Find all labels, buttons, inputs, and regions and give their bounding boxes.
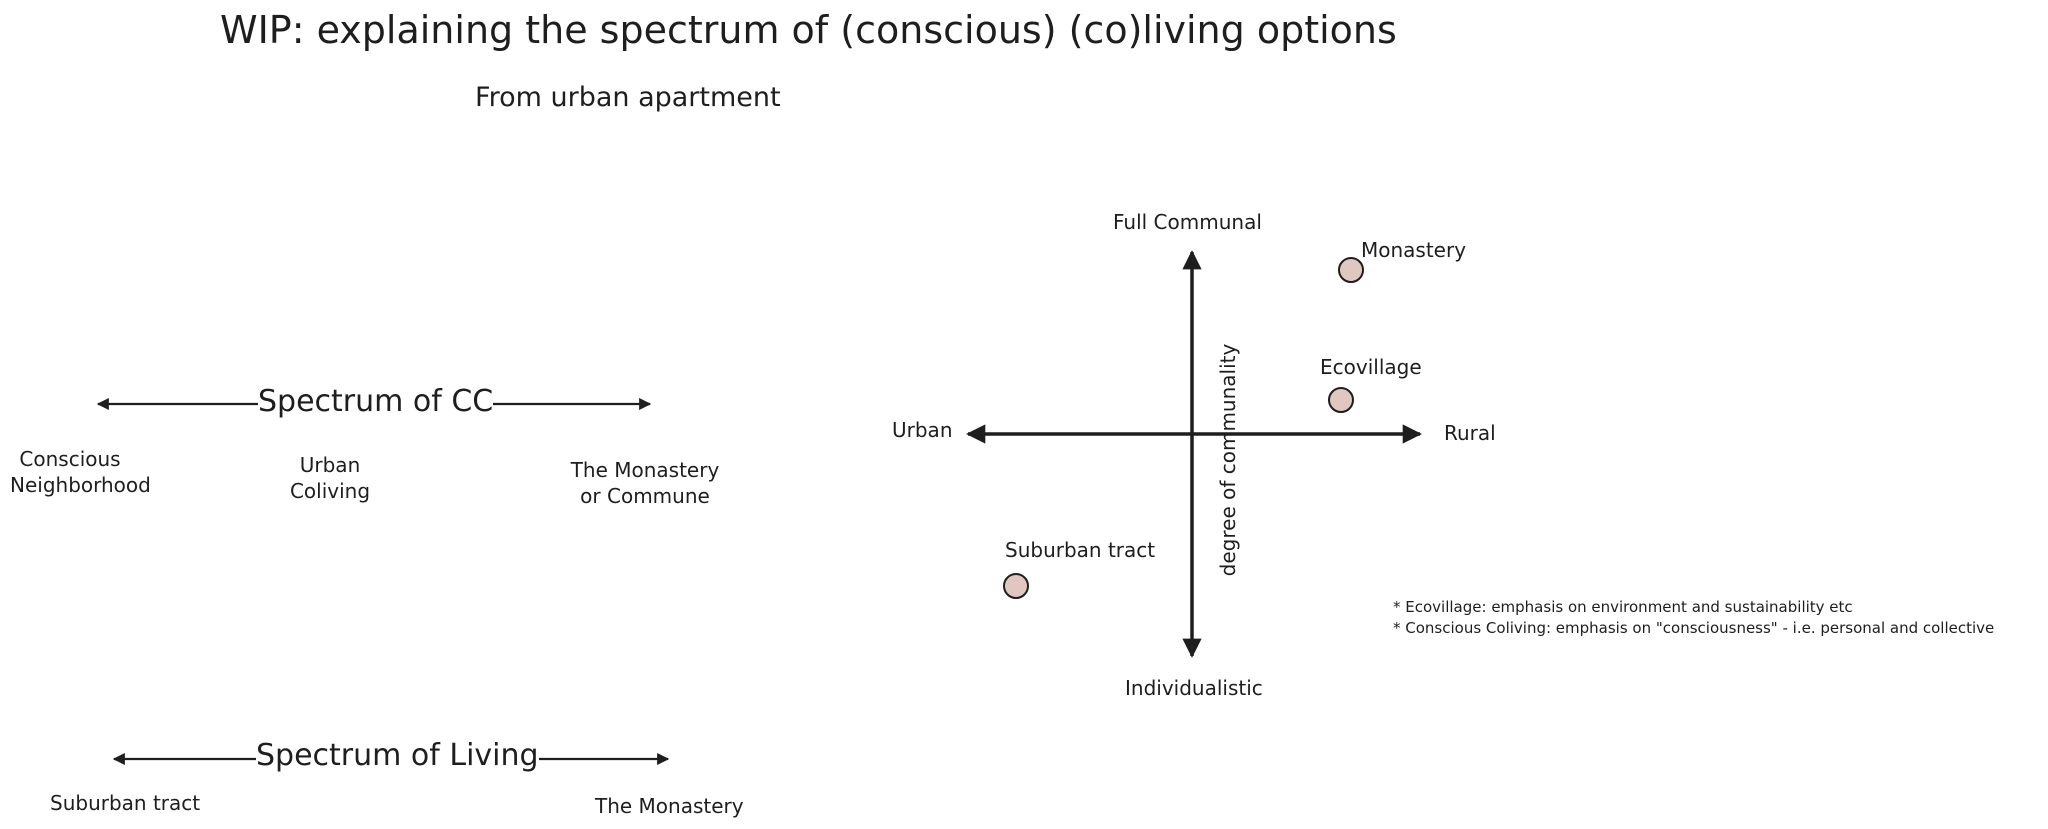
point-label-suburban-tract: Suburban tract [1005, 538, 1156, 562]
spectrum-living-point: The Monastery [595, 794, 744, 818]
point-suburban-tract [1003, 573, 1029, 599]
spectrum-living-label: Spectrum of Living [256, 738, 539, 774]
spectrum-living-point: Suburban tract [50, 791, 201, 815]
point-label-monastery: Monastery [1361, 238, 1467, 262]
page-subtitle: From urban apartment [475, 82, 781, 113]
point-label-ecovillage: Ecovillage [1320, 355, 1422, 379]
note-item: * Ecovillage: emphasis on environment an… [1393, 598, 1853, 616]
quadrant-right-label: Rural [1444, 421, 1496, 445]
spectrum-cc-point: Urban Coliving [289, 453, 371, 503]
quadrant-bottom-label: Individualistic [1125, 676, 1263, 700]
quadrant-left-label: Urban [892, 418, 953, 442]
spectrum-cc-point: Conscious Neighborhood [10, 447, 151, 497]
point-monastery [1338, 257, 1364, 283]
point-ecovillage [1328, 387, 1354, 413]
quadrant-top-label: Full Communal [1113, 210, 1262, 234]
note-item: * Conscious Coliving: emphasis on "consc… [1393, 619, 1995, 637]
spectrum-cc-label: Spectrum of CC [258, 384, 494, 420]
y-axis-label: degree of communality [1216, 343, 1240, 577]
page-title: WIP: explaining the spectrum of (conscio… [220, 8, 1397, 52]
spectrum-cc-point: The Monastery or Commune [570, 458, 720, 508]
